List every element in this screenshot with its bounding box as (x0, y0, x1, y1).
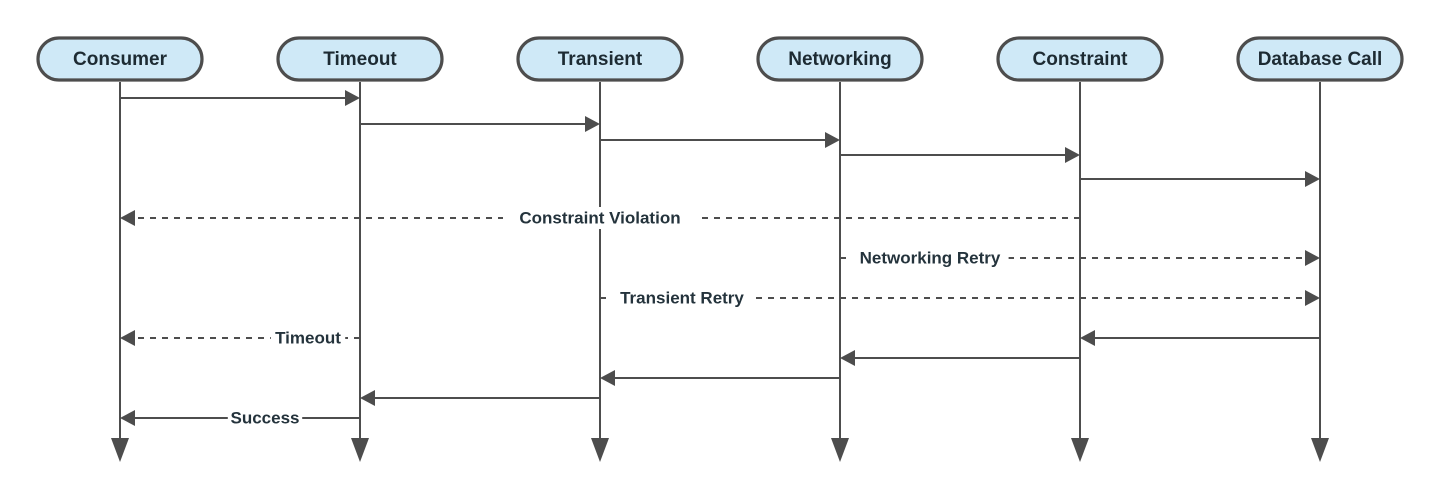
participant-box-consumer[interactable] (36, 36, 204, 82)
participants-layer: Consumer Timeout Transient Networking Constr… (36, 36, 1404, 82)
message-m10[interactable] (1080, 330, 1320, 346)
message-arrowhead-m8 (1305, 290, 1320, 306)
participant-box-timeout[interactable] (276, 36, 444, 82)
participant-box-constraint[interactable] (996, 36, 1164, 82)
message-m14[interactable]: Success (120, 407, 360, 429)
participant-timeout[interactable]: Timeout (276, 36, 444, 82)
participant-consumer[interactable]: Consumer (36, 36, 204, 82)
participant-database[interactable]: Database Call (1236, 36, 1404, 82)
message-m13[interactable] (360, 390, 600, 406)
message-m12[interactable] (600, 370, 840, 386)
message-m2[interactable] (360, 116, 600, 132)
message-arrowhead-m7 (1305, 250, 1320, 266)
message-arrowhead-m13 (360, 390, 375, 406)
message-arrowhead-m11 (840, 350, 855, 366)
message-arrowhead-m5 (1305, 171, 1320, 187)
message-label-bg-m8 (608, 287, 756, 309)
message-label-m7: Networking Retry (860, 248, 1001, 267)
participant-networking[interactable]: Networking (756, 36, 924, 82)
message-arrowhead-m3 (825, 132, 840, 148)
message-m7[interactable]: Networking Retry (840, 247, 1320, 269)
message-label-bg-m9 (270, 327, 346, 349)
participant-box-transient[interactable] (516, 36, 684, 82)
message-arrowhead-m10 (1080, 330, 1095, 346)
message-arrowhead-m9 (120, 330, 135, 346)
lifeline-end-arrow-database (1311, 438, 1329, 462)
message-arrowhead-m1 (345, 90, 360, 106)
message-m9[interactable]: Timeout (120, 327, 360, 349)
message-label-bg-m6 (503, 207, 697, 229)
lifelines-layer (111, 82, 1329, 462)
lifeline-end-arrow-consumer (111, 438, 129, 462)
message-m1[interactable] (120, 90, 360, 106)
lifeline-end-arrow-transient (591, 438, 609, 462)
message-m5[interactable] (1080, 171, 1320, 187)
participant-transient[interactable]: Transient (516, 36, 684, 82)
message-label-m6: Constraint Violation (519, 208, 680, 227)
message-arrowhead-m12 (600, 370, 615, 386)
participant-box-networking[interactable] (756, 36, 924, 82)
participant-box-database[interactable] (1236, 36, 1404, 82)
message-m3[interactable] (600, 132, 840, 148)
lifeline-database (1311, 82, 1329, 462)
lifeline-end-arrow-constraint (1071, 438, 1089, 462)
lifeline-consumer (111, 82, 129, 462)
message-m11[interactable] (840, 350, 1080, 366)
message-arrowhead-m4 (1065, 147, 1080, 163)
lifeline-transient (591, 82, 609, 462)
lifeline-end-arrow-timeout (351, 438, 369, 462)
lifeline-end-arrow-networking (831, 438, 849, 462)
message-arrowhead-m14 (120, 410, 135, 426)
message-label-bg-m14 (227, 407, 303, 429)
message-m6[interactable]: Constraint Violation (120, 207, 1080, 229)
message-label-m9: Timeout (275, 328, 341, 347)
lifeline-timeout (351, 82, 369, 462)
participant-constraint[interactable]: Constraint (996, 36, 1164, 82)
message-m4[interactable] (840, 147, 1080, 163)
lifeline-constraint (1071, 82, 1089, 462)
lifeline-networking (831, 82, 849, 462)
message-label-bg-m7 (851, 247, 1009, 269)
message-m8[interactable]: Transient Retry (600, 287, 1320, 309)
message-arrowhead-m6 (120, 210, 135, 226)
message-label-m8: Transient Retry (620, 288, 744, 307)
message-arrowhead-m2 (585, 116, 600, 132)
message-label-m14: Success (231, 408, 300, 427)
